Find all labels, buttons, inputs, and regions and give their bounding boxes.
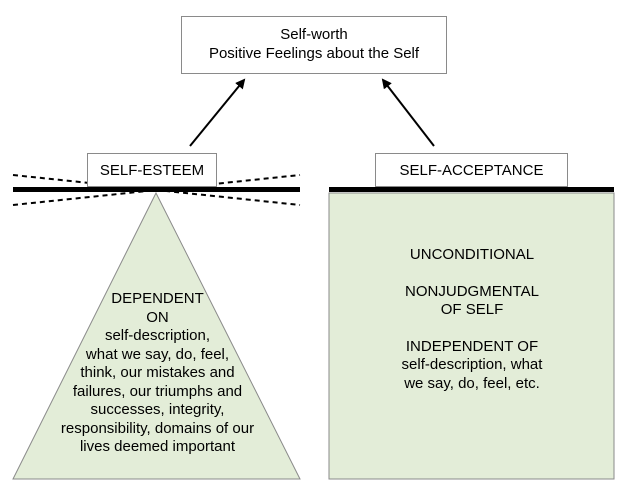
self-acceptance-line: self-description, what (401, 356, 543, 373)
self-worth-title: Self-worth (280, 26, 348, 43)
self-acceptance-line: OF SELF (440, 301, 504, 318)
self-esteem-description: DEPENDENT ON self-description, what we s… (40, 290, 275, 457)
self-esteem-line: DEPENDENT (111, 290, 204, 307)
self-acceptance-rectangle (328, 192, 615, 480)
self-esteem-line: successes, integrity, (90, 401, 225, 418)
arrow-esteem-to-worth (189, 78, 246, 147)
self-esteem-line: lives deemed important (79, 438, 236, 455)
self-esteem-line: ON (146, 308, 169, 326)
self-esteem-triangle (12, 191, 301, 480)
self-acceptance-line: NONJUDGMENTAL (405, 282, 539, 300)
self-acceptance-line: INDEPENDENT OF (405, 337, 539, 355)
self-worth-box: Self-worth Positive Feelings about the S… (181, 16, 447, 74)
self-esteem-label: SELF-ESTEEM (87, 153, 217, 187)
self-acceptance-beam (329, 187, 614, 192)
self-acceptance-description: UNCONDITIONAL NONJUDGMENTAL OF SELF INDE… (330, 246, 614, 393)
self-esteem-line: what we say, do, feel, (85, 345, 230, 363)
self-esteem-line: failures, our triumphs and (72, 382, 243, 400)
arrow-acceptance-to-worth (381, 78, 435, 147)
self-acceptance-line: UNCONDITIONAL (409, 246, 535, 263)
self-esteem-line: responsibility, domains of our (60, 419, 255, 437)
tilt-line-up-right (12, 174, 301, 206)
self-worth-subtitle: Positive Feelings about the Self (208, 45, 420, 62)
self-esteem-line: think, our mistakes and (80, 364, 235, 381)
self-esteem-line: self-description, (104, 327, 211, 344)
self-acceptance-line: we say, do, feel, etc. (404, 374, 540, 392)
self-acceptance-label: SELF-ACCEPTANCE (375, 153, 568, 187)
